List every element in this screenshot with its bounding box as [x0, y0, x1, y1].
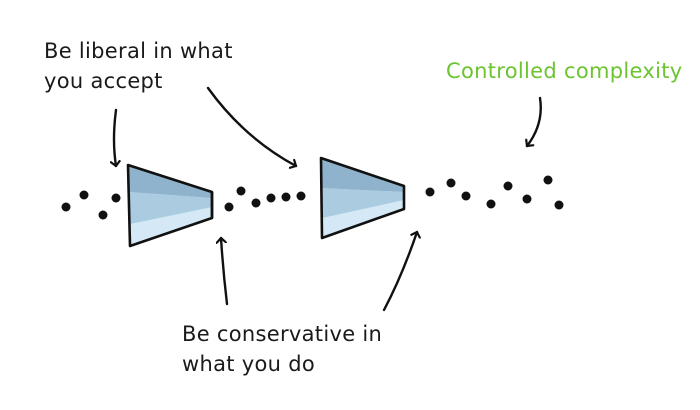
dot [503, 181, 513, 191]
label-conservative-line2: what you do [182, 352, 316, 376]
dot [224, 202, 234, 212]
dot [425, 187, 435, 197]
label-liberal-accept-line2: you accept [44, 69, 163, 93]
dot [236, 186, 246, 196]
dot [281, 192, 291, 202]
label-conservative-line1: Be conservative in [182, 322, 383, 346]
arrow-accept-icon [114, 108, 116, 168]
label-liberal-accept-line1: Be liberal in what [44, 39, 233, 63]
label-controlled-complexity: Controlled complexity [446, 56, 682, 86]
dot [79, 190, 89, 200]
middle-dots [224, 186, 306, 212]
funnel-2 [319, 156, 406, 240]
dot [554, 200, 564, 210]
funnel-2-shade-mid [321, 188, 404, 218]
input-dots [61, 190, 121, 220]
dot [296, 191, 306, 201]
output-dots [425, 175, 564, 210]
label-controlled-complexity-text: Controlled complexity [446, 59, 683, 83]
arrow-conservative-2-icon [382, 230, 417, 312]
arrows [114, 86, 542, 312]
funnel-2-outline [319, 156, 406, 240]
label-conservative: Be conservative in what you do [182, 319, 382, 379]
arrow-complexity-icon [527, 96, 542, 148]
arrow-accept-to-funnel2-icon [206, 86, 298, 166]
label-liberal-accept: Be liberal in what you accept [44, 36, 233, 96]
dot [543, 175, 553, 185]
dot [461, 191, 471, 201]
arrow-conservative-1-icon [221, 236, 229, 306]
funnel-2-shade-top [321, 158, 404, 192]
dot [446, 178, 456, 188]
dot [251, 198, 261, 208]
funnel-1-shade-top [128, 165, 212, 198]
dot [266, 193, 276, 203]
funnel-1-shade-mid [129, 192, 212, 224]
dot [61, 202, 71, 212]
dot [486, 199, 496, 209]
dot [111, 193, 121, 203]
dot [522, 194, 532, 204]
funnel-1 [126, 163, 214, 248]
dot [98, 210, 108, 220]
